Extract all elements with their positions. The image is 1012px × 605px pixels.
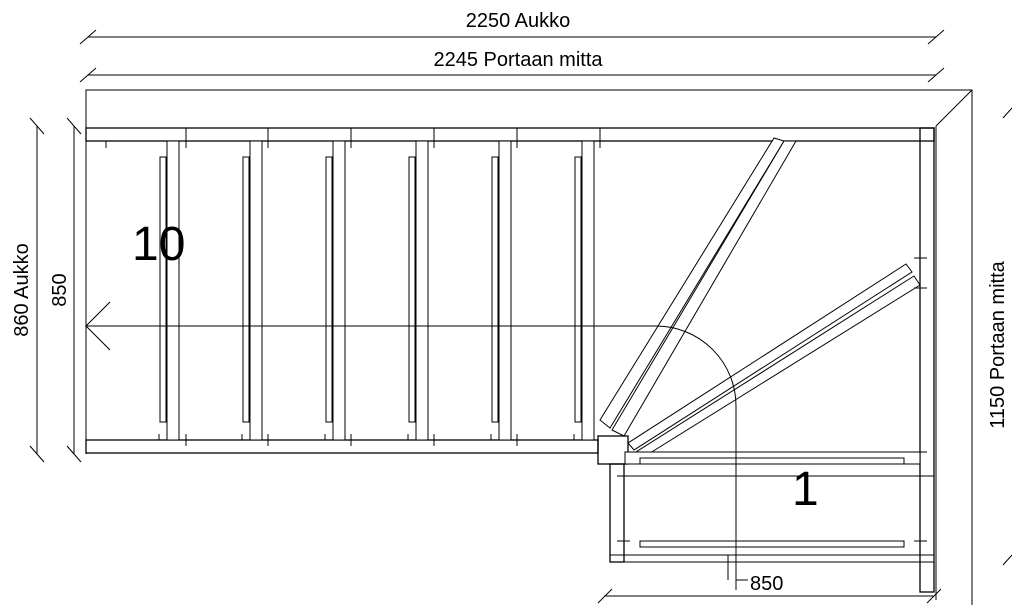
dimension-right-stair: 1150 Portaan mitta bbox=[987, 107, 1012, 566]
dimension-top-opening-label: 2250 Aukko bbox=[466, 10, 571, 32]
dimension-left-opening: 860 Aukko bbox=[11, 117, 45, 463]
tread-6 bbox=[491, 140, 512, 441]
tread-10 bbox=[159, 140, 180, 441]
dimension-top-opening: 2250 Aukko bbox=[79, 10, 945, 45]
tread-8 bbox=[325, 140, 346, 441]
dimension-right-stair-label: 1150 Portaan mitta bbox=[987, 260, 1009, 428]
dimension-left-inner-label: 850 bbox=[49, 273, 71, 306]
bottom-stringer bbox=[85, 439, 599, 454]
right-stringer bbox=[919, 127, 935, 593]
winder-tread-upper bbox=[599, 137, 797, 437]
lower-run bbox=[609, 257, 934, 563]
winder-tread-lower bbox=[627, 263, 921, 459]
step-label-first: 1 bbox=[792, 463, 819, 516]
dimension-left-inner: 850 bbox=[49, 117, 82, 463]
left-lower-stringer bbox=[609, 463, 625, 563]
dimension-bottom-width-label: 850 bbox=[750, 573, 783, 595]
dimension-bottom-width: 850 bbox=[597, 555, 942, 604]
step-label-last: 10 bbox=[132, 218, 185, 271]
arrow-head-icon bbox=[85, 301, 111, 351]
walking-line bbox=[85, 301, 737, 590]
newel-post bbox=[597, 435, 629, 465]
top-stringer bbox=[85, 127, 935, 142]
tread-1 bbox=[639, 540, 905, 548]
dimension-left-opening-label: 860 Aukko bbox=[11, 243, 33, 336]
tread-9 bbox=[242, 140, 263, 441]
upper-run bbox=[85, 127, 935, 593]
opening-outline bbox=[85, 89, 973, 605]
tread-2-nosing bbox=[639, 457, 905, 465]
dimension-top-stair-label: 2245 Portaan mitta bbox=[434, 49, 604, 71]
tread-5 bbox=[574, 140, 595, 441]
dimension-top-stair: 2245 Portaan mitta bbox=[79, 49, 945, 83]
tread-7 bbox=[408, 140, 429, 441]
